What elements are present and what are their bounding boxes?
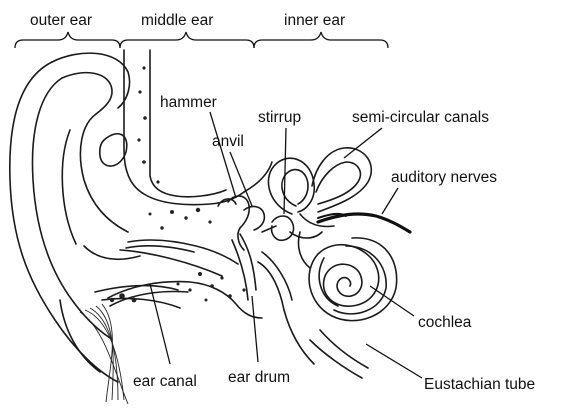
section-label-middle-ear: middle ear [141, 12, 213, 29]
leader-ear-drum [252, 296, 258, 362]
brace-middle-ear [120, 32, 254, 48]
section-braces [15, 32, 388, 48]
section-label-inner-ear: inner ear [284, 12, 345, 29]
label-anvil: anvil [212, 133, 244, 150]
pinna [10, 53, 180, 382]
hammer-bone [228, 196, 249, 250]
label-ear-drum: ear drum [228, 369, 290, 386]
label-eustachian-tube: Eustachian tube [424, 376, 535, 393]
leader-eustachian [366, 344, 422, 378]
stirrup-bone [272, 216, 294, 240]
leader-nerves [382, 188, 398, 214]
label-hammer: hammer [160, 94, 217, 111]
leader-ear-canal [150, 284, 170, 364]
label-auditory-nerves: auditory nerves [391, 169, 497, 186]
tympanic-membrane [232, 240, 248, 300]
temporal-bone [108, 50, 272, 318]
label-ear-canal: ear canal [133, 373, 197, 390]
section-label-outer-ear: outer ear [30, 12, 92, 29]
brace-outer-ear [15, 32, 120, 48]
leader-stirrup [284, 128, 286, 214]
auditory-nerve [318, 214, 410, 232]
brace-inner-ear [254, 32, 388, 48]
middle-ear-structures [218, 196, 368, 378]
label-cochlea: cochlea [418, 314, 472, 331]
leader-cochlea [370, 286, 414, 316]
cochlea [298, 232, 396, 321]
label-semicircular-canals: semi-circular canals [352, 109, 489, 126]
label-stirrup: stirrup [258, 109, 301, 126]
leader-hammer [210, 112, 236, 198]
